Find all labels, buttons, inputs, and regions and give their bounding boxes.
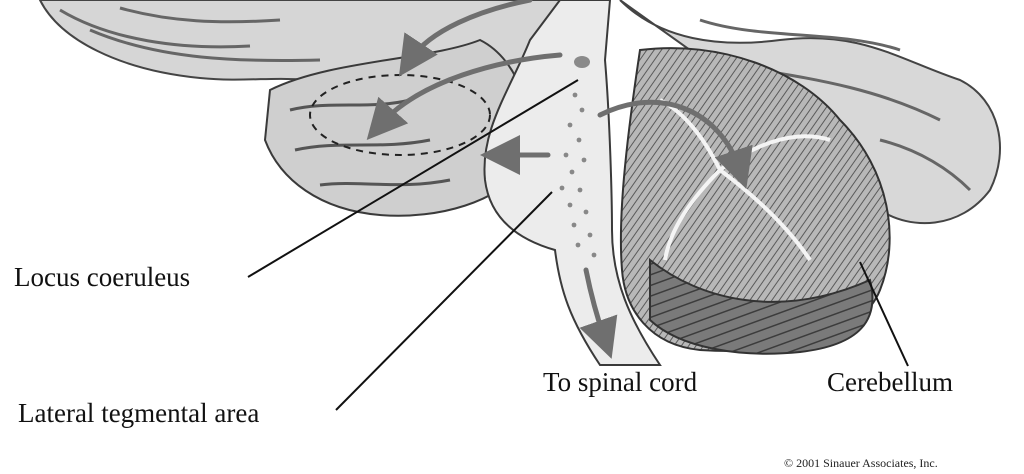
projection-arrows <box>366 0 753 359</box>
label-locus-coeruleus: Locus coeruleus <box>14 262 191 292</box>
label-to-spinal-cord: To spinal cord <box>543 367 698 397</box>
cerebellum <box>619 47 891 355</box>
locus-coeruleus-dots <box>559 92 597 258</box>
label-lateral-tegmental-area: Lateral tegmental area <box>18 398 260 428</box>
label-cerebellum: Cerebellum <box>827 367 953 397</box>
leader-lines <box>247 79 909 411</box>
copyright-notice: © 2001 Sinauer Associates, Inc. <box>784 456 938 470</box>
